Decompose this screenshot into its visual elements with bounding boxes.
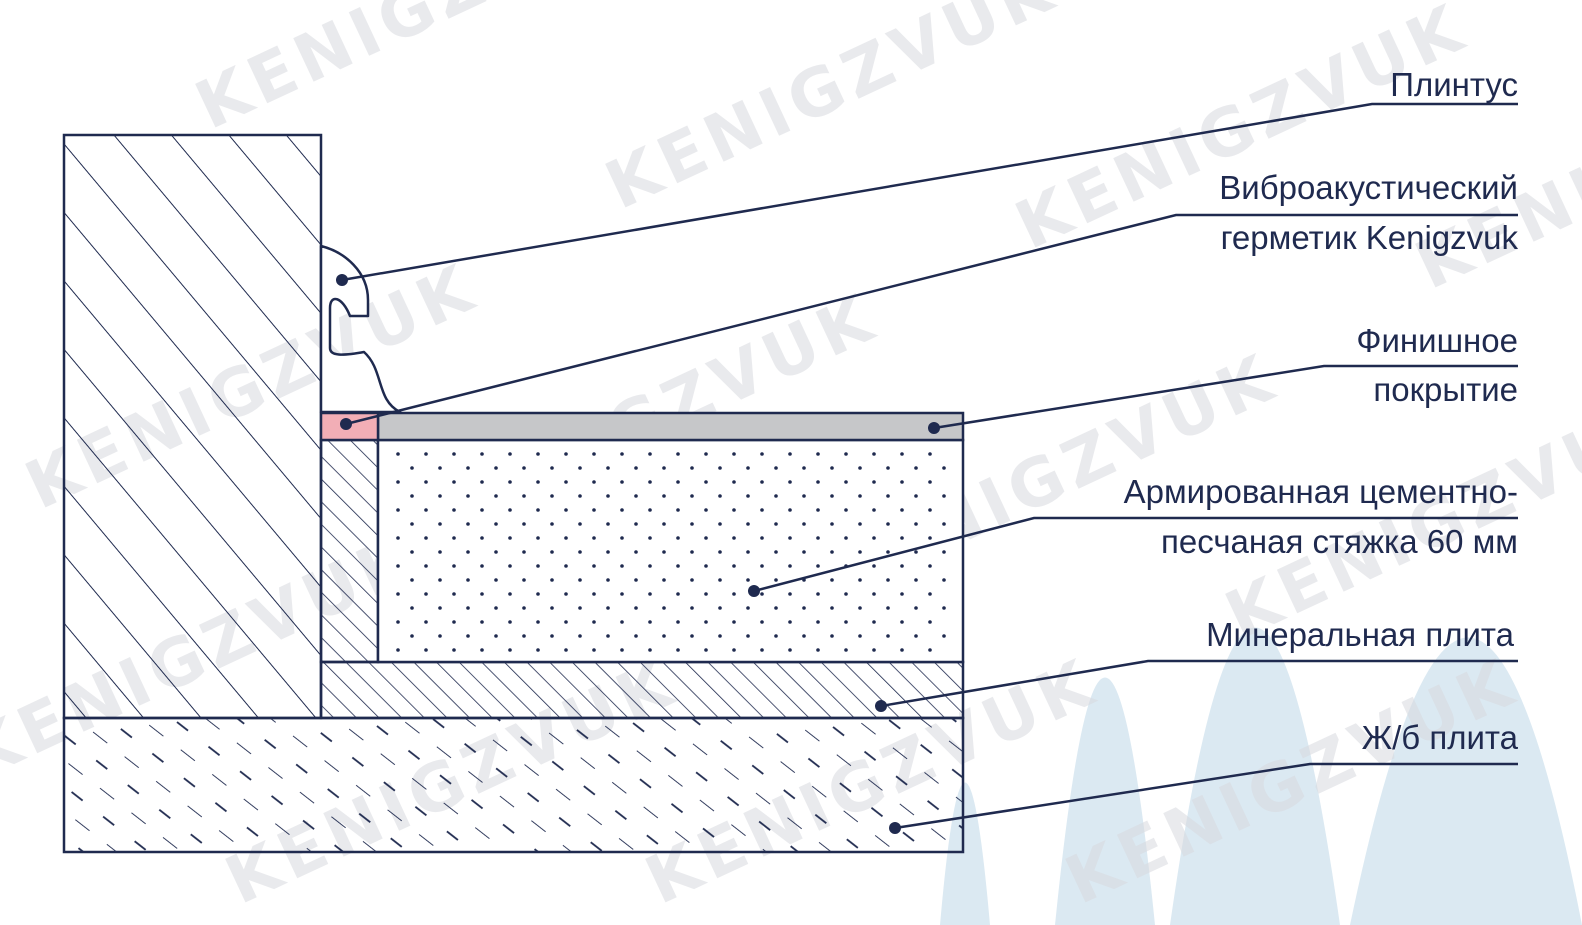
label-screed-line1: Армированная цементно- [1124,473,1518,510]
wave-shape [1350,637,1582,925]
wave-shape [1055,677,1155,925]
concrete-slab [62,716,965,854]
label-sealant-line2: герметик Kenigzvuk [1221,219,1519,256]
label-mineral: Минеральная плита [1206,616,1515,653]
cement-screed-dots [386,448,955,656]
mineral-board-vertical [319,438,380,664]
label-screed-line2: песчаная стяжка 60 мм [1161,523,1518,560]
wall [62,133,323,720]
leader-dot-screed [748,585,760,597]
label-plinth: Плинтус [1390,66,1518,103]
wave-shape [1170,627,1340,925]
mineral-board-horizontal [319,660,965,720]
background-waves [940,627,1582,925]
leader-plinth [341,102,1518,282]
leader-lines [336,102,1518,834]
label-slab: Ж/б плита [1362,719,1519,756]
leader-screed [753,516,1518,593]
leader-dot-finish [928,422,940,434]
label-finish-line2: покрытие [1373,371,1518,408]
plinth-profile [319,244,402,414]
leader-dot-plinth [336,274,348,286]
finish-coating [376,411,965,442]
label-finish-line1: Финишное [1356,322,1518,359]
leader-mineral [880,659,1518,708]
watermark-text: KENIGZVUK [184,0,659,145]
leader-dot-mineral [875,700,887,712]
labels: Плинтус Виброакустический герметик Kenig… [1124,66,1519,756]
label-sealant-line1: Виброакустический [1219,169,1518,206]
watermark-text: KENIGZVUK [594,0,1069,225]
leader-sealant [345,213,1518,426]
leader-finish [933,364,1518,430]
watermark-text: KENIGZVUK [1214,379,1582,655]
leader-dot-slab [889,822,901,834]
leader-dot-sealant [340,418,352,430]
leader-slab [894,762,1518,830]
